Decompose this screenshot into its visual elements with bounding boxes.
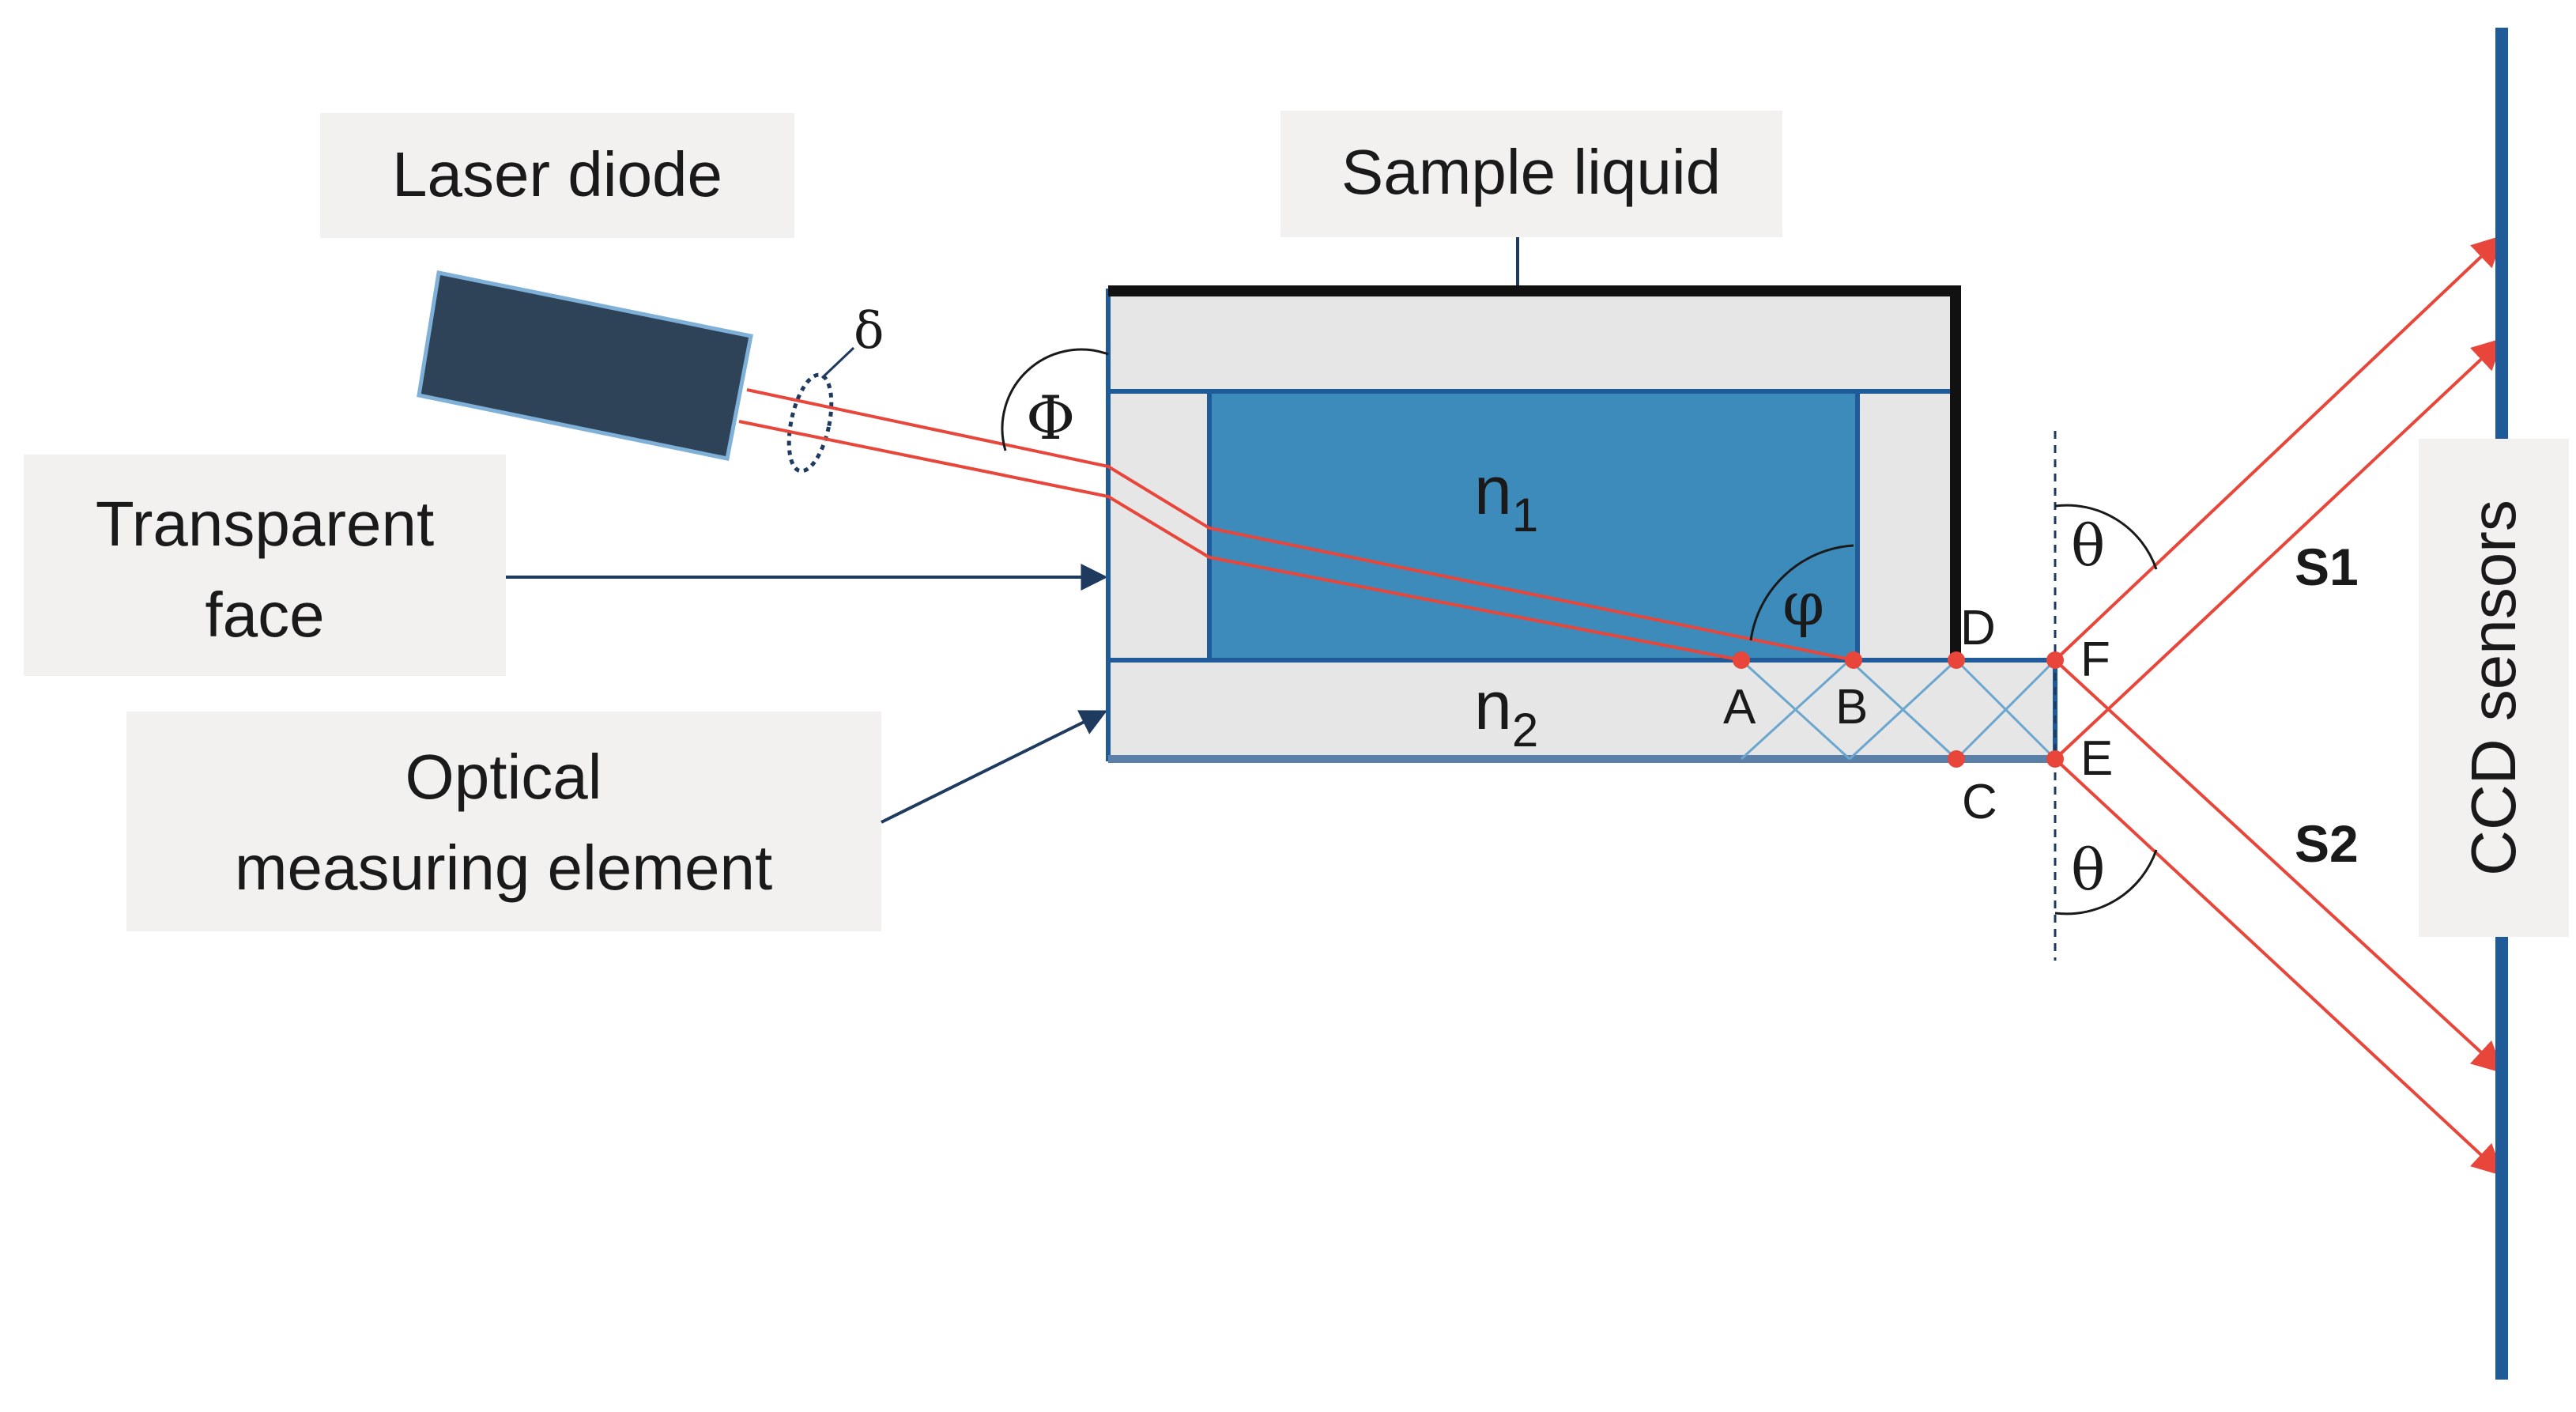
sample-liquid-text: Sample liquid [1341,137,1721,207]
intersection-points [1733,651,2064,768]
n2-sub: 2 [1512,704,1538,757]
label-ccd-sensors: CCD sensors [2419,439,2569,937]
n1-label: n1 [1474,453,1538,542]
transparent-face-text-line2: face [205,580,324,650]
signal-s2-label: S2 [2295,814,2359,873]
optical-element-text-line1: Optical [405,742,602,812]
n2-label: n2 [1474,668,1538,757]
angle-arcs [1001,348,2158,916]
point-B-dot [1845,651,1862,669]
point-A-label: A [1723,680,1756,734]
label-transparent-face: Transparent face [24,455,506,676]
point-B-label: B [1835,680,1868,734]
point-E-dot [2046,750,2064,768]
laser-diode-body [417,270,753,461]
internal-reflection-paths [1740,659,2057,761]
Phi-symbol: Φ [1026,383,1075,453]
optical-measuring-element [1106,658,2057,761]
angle-arc-phi [1749,544,1854,641]
transparent-face-text-line1: Transparent [96,489,434,559]
point-F-dot [2046,651,2064,669]
point-A-dot [1733,651,1750,669]
point-C-label: C [1962,775,1997,829]
beam-s1-inner [2054,338,2504,761]
laser-beam-upper [746,388,1854,662]
delta-symbol: δ [854,302,884,361]
sample-liquid-chamber [1207,389,1860,663]
phi-symbol: φ [1782,568,1824,639]
beam-divergence-ellipse [786,372,834,474]
cell-housing [1108,285,1961,660]
output-beams [2054,235,2504,1176]
n2-base: n [1474,668,1512,744]
laser-beams [738,388,1854,662]
laser-diode-text: Laser diode [392,139,722,210]
beam-s1-outer [2054,235,2504,662]
angle-arc-Phi [1001,348,1109,451]
n1-base: n [1474,453,1512,529]
n1-sub: 1 [1512,489,1538,542]
ccd-sensors-text: CCD sensors [2458,500,2529,876]
label-laser-diode: Laser diode [320,113,794,238]
laser-beam-lower [738,420,1742,662]
angle-arc-theta-top [2054,504,2158,570]
optical-element-pointer [881,710,1108,824]
angle-arc-theta-bottom [2054,849,2158,916]
label-optical-measuring-element: Optical measuring element [126,712,881,931]
point-C-dot [1948,750,1965,768]
beam-s2-outer [2054,757,2504,1176]
measurement-cell [1106,285,2057,763]
point-D-label: D [1960,601,1996,655]
theta-top-symbol: θ [2071,512,2105,579]
theta-bottom-symbol: θ [2071,836,2105,903]
laser-diode [417,270,753,461]
point-F-label: F [2080,632,2110,687]
point-E-label: E [2080,731,2113,786]
point-letters: A B D F C E [1723,601,2113,829]
signal-s1-label: S1 [2295,538,2359,596]
optical-element-text-line2: measuring element [235,832,772,903]
point-D-dot [1948,651,1965,669]
label-sample-liquid: Sample liquid [1280,111,1782,237]
beam-s2-inner [2054,659,2504,1074]
